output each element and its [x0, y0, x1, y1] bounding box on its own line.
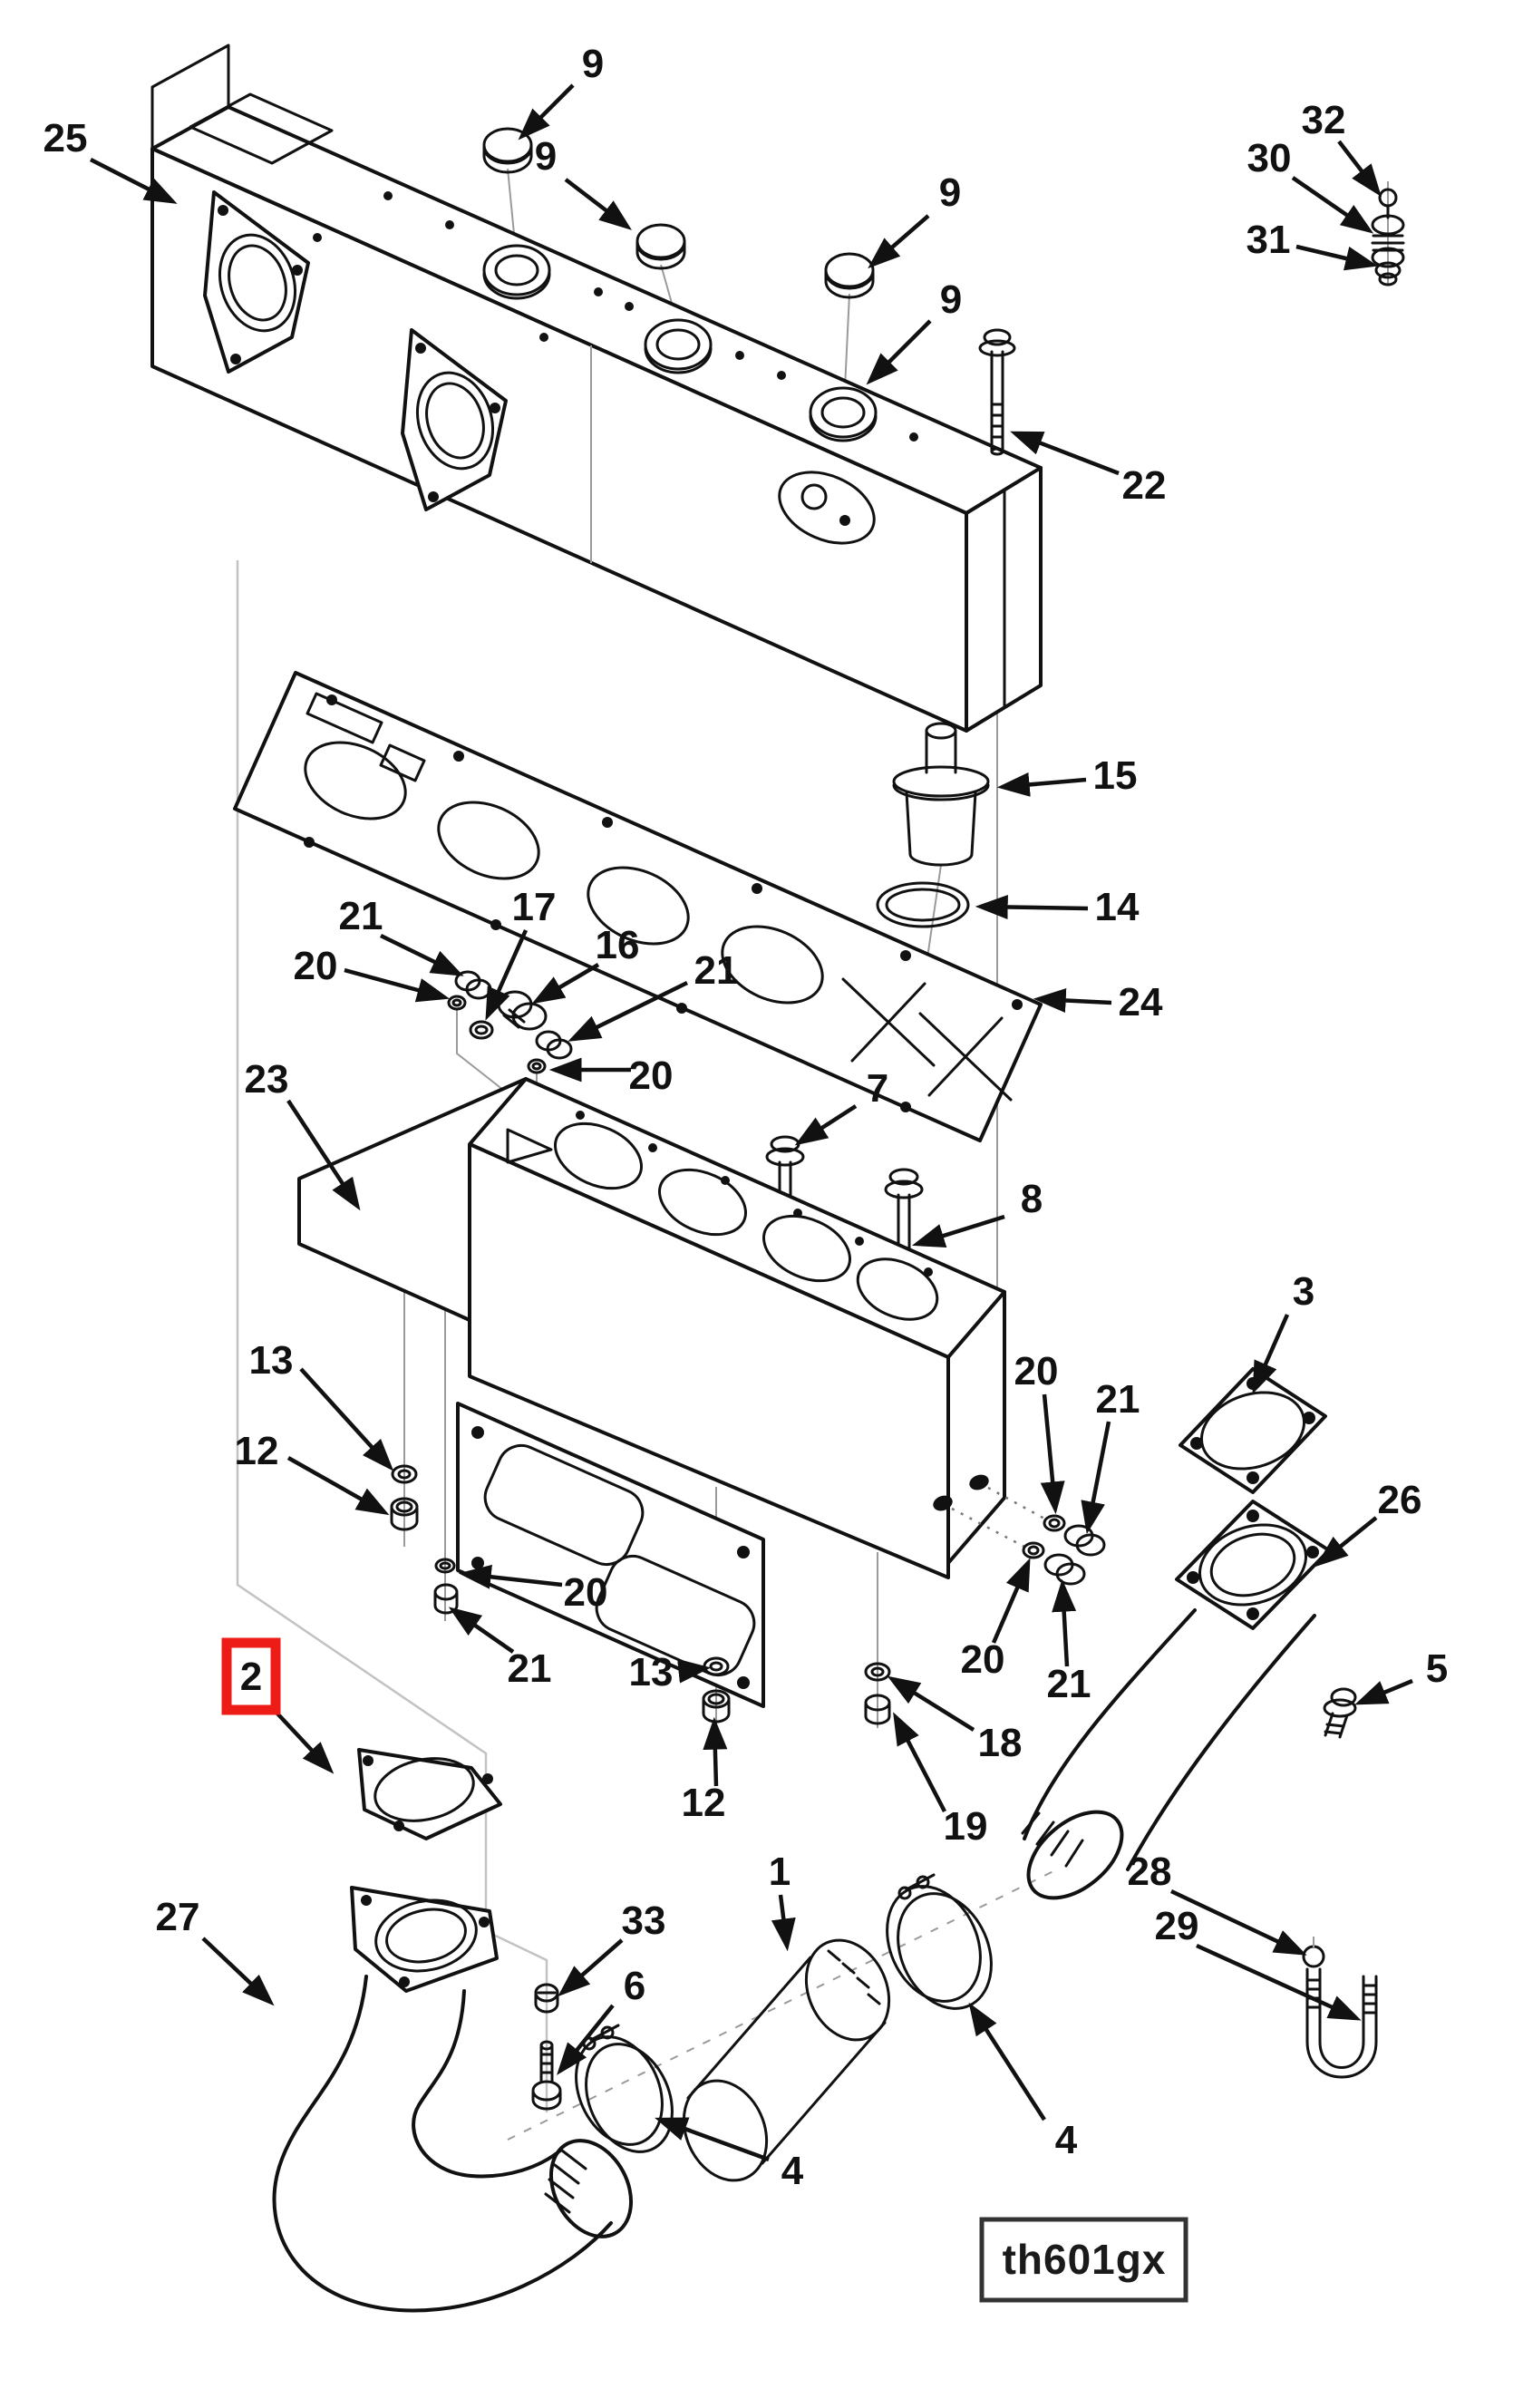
callout-13a: 13 [249, 1338, 294, 1383]
callout-20c: 20 [564, 1570, 608, 1615]
callout-20e: 20 [961, 1637, 1005, 1682]
callout-4a: 4 [1055, 2118, 1078, 2162]
callout-20b: 20 [629, 1054, 674, 1098]
u-bolt [1302, 1937, 1378, 2079]
highlight-box [221, 1637, 281, 1715]
callout-9a: 9 [582, 42, 604, 86]
callout-32: 32 [1302, 98, 1346, 142]
callout-16: 16 [596, 923, 640, 967]
outlet-gasket-3 [1179, 1367, 1327, 1494]
bolt-22 [978, 328, 1016, 456]
callout-29: 29 [1155, 1904, 1199, 1948]
bolt-5 [1323, 1687, 1357, 1739]
callout-6: 6 [624, 1964, 645, 2008]
callout-3: 3 [1293, 1269, 1314, 1314]
callout-15: 15 [1093, 753, 1138, 798]
callout-5: 5 [1426, 1646, 1448, 1691]
callout-13b: 13 [629, 1650, 674, 1694]
callout-12b: 12 [682, 1781, 726, 1825]
callout-9b: 9 [535, 134, 557, 179]
lower-manifold [297, 1077, 1047, 1708]
outlet-elbow-26 [1021, 1500, 1331, 1900]
callout-7: 7 [867, 1066, 888, 1111]
callout-18: 18 [978, 1721, 1023, 1765]
callout-8: 8 [1021, 1177, 1043, 1221]
callout-21e: 21 [1047, 1662, 1091, 1706]
exhaust-pipe-27 [272, 1886, 634, 2313]
callout-21a: 21 [339, 894, 383, 938]
callout-25: 25 [44, 116, 88, 160]
figure-code-box: th601gx [979, 2217, 1188, 2303]
upper-manifold [150, 44, 1043, 733]
bolt-6 [531, 2040, 562, 2111]
nut-33 [534, 1983, 559, 2014]
figure-code-label: th601gx [1003, 2236, 1167, 2283]
o-ring-14 [876, 881, 970, 928]
v-band-clamp-left [575, 2024, 674, 2153]
callout-2-highlighted: 2 [240, 1655, 262, 1699]
callout-22: 22 [1122, 463, 1167, 508]
callout-9d: 9 [940, 277, 962, 322]
manifold-port-flange [203, 190, 508, 511]
callout-12a: 12 [235, 1429, 279, 1473]
callout-17: 17 [512, 885, 557, 929]
callout-26: 26 [1378, 1478, 1422, 1522]
callout-28: 28 [1128, 1850, 1172, 1894]
manifold-gasket-24 [233, 671, 1043, 1142]
pipe-connector-1 [682, 1938, 891, 2182]
callout-19: 19 [944, 1804, 988, 1849]
callout-27: 27 [156, 1895, 200, 1939]
plug-cluster [447, 970, 573, 1074]
port-caps [482, 127, 875, 299]
callout-20a: 20 [294, 944, 338, 988]
callout-21c: 21 [508, 1646, 552, 1691]
flange-gasket-2 [357, 1748, 502, 1840]
callout-20d: 20 [1014, 1349, 1059, 1393]
callout-1: 1 [769, 1850, 791, 1894]
callout-31: 31 [1247, 218, 1291, 262]
callout-9c: 9 [939, 170, 961, 215]
callout-21b: 21 [694, 948, 739, 993]
callout-labels: 25 9 9 9 9 32 30 31 22 15 14 24 21 17 16… [44, 42, 1449, 2193]
callout-30: 30 [1247, 136, 1292, 180]
callout-33: 33 [622, 1898, 666, 1943]
callout-24: 24 [1119, 980, 1163, 1024]
breather-15 [892, 722, 990, 867]
callout-arrows [89, 83, 1413, 2162]
plug-and-oring-sets [390, 1464, 1106, 1725]
callout-21d: 21 [1096, 1377, 1140, 1422]
v-band-clamp-right [886, 1873, 993, 2010]
callout-4b: 4 [781, 2149, 804, 2193]
callout-23: 23 [245, 1057, 289, 1102]
callout-14: 14 [1095, 885, 1140, 929]
figure-code-border [979, 2217, 1188, 2303]
